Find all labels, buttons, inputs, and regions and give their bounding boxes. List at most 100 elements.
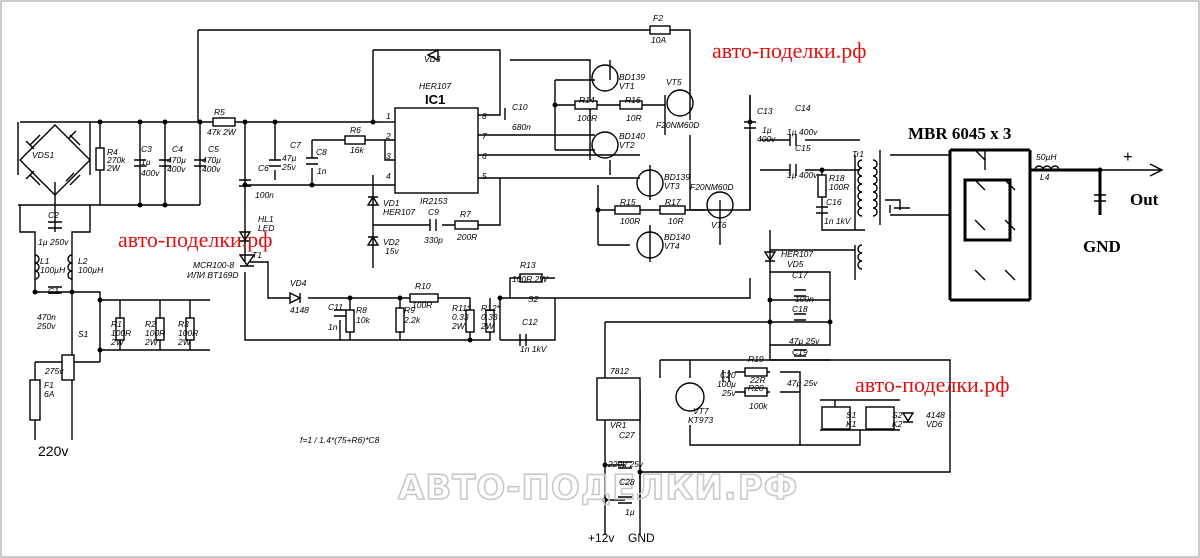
gnd-terminal: GND bbox=[1083, 237, 1121, 256]
l2-value: 100µH bbox=[78, 265, 104, 275]
r1-extra: 2W bbox=[110, 337, 125, 347]
c4-name: C4 bbox=[172, 144, 183, 154]
vt2-value: BD140 bbox=[619, 131, 645, 141]
ic1-pin3: 3 bbox=[386, 151, 391, 161]
vr1-part: 7812 bbox=[610, 366, 629, 376]
c13-extra: 400v bbox=[757, 134, 776, 144]
r9-body bbox=[395, 307, 405, 333]
r4-extra: 2W bbox=[106, 163, 121, 173]
r16-body bbox=[619, 100, 643, 110]
vt4-value: BD140 bbox=[664, 232, 690, 242]
r20-name: R20 bbox=[748, 383, 764, 393]
ic1-pin6: 6 bbox=[482, 151, 487, 161]
ic1-name: IC1 bbox=[425, 92, 445, 107]
c28-value: 1µ bbox=[625, 507, 635, 517]
vd3-name: VD3 bbox=[424, 54, 441, 64]
r3-name: R3 bbox=[178, 319, 189, 329]
c12-value: 1n 1kV bbox=[520, 344, 548, 354]
r19-body bbox=[744, 367, 768, 377]
vd5-name: VD5 bbox=[787, 259, 804, 269]
c9-value: 330p bbox=[424, 235, 443, 245]
r8-body bbox=[345, 309, 355, 333]
r10-value: 100R bbox=[412, 300, 432, 310]
r14-body bbox=[574, 100, 598, 110]
c7-extra: 25v bbox=[281, 162, 296, 172]
r15-name: R15 bbox=[620, 197, 636, 207]
watermark-right: авто-поделки.рф bbox=[855, 372, 1010, 397]
ic1-pin7: 7 bbox=[482, 131, 487, 141]
r3-extra: 2W bbox=[177, 337, 192, 347]
c4-extra: 400v bbox=[167, 164, 186, 174]
c3-value: 1µ bbox=[141, 157, 151, 167]
vt7-name: VT7 bbox=[693, 406, 709, 416]
out-terminal: Out bbox=[1130, 190, 1159, 209]
vd6-value: VD6 bbox=[926, 419, 943, 429]
s1-name: S1 bbox=[78, 329, 89, 339]
r14-name: R14 bbox=[579, 95, 595, 105]
c20-value: 100µ bbox=[717, 379, 736, 389]
f1-body bbox=[29, 379, 41, 421]
f1-value: 6A bbox=[44, 389, 55, 399]
component-labels: VD3 HER107 R4 270k 2W C3 1µ 400v C4 470µ… bbox=[36, 54, 1057, 517]
r8-value: 10k bbox=[356, 315, 370, 325]
r7-name: R7 bbox=[460, 209, 471, 219]
c5-value: 470µ bbox=[202, 155, 221, 165]
vd4-value: 4148 bbox=[290, 305, 309, 315]
c10-value: 680n bbox=[512, 122, 531, 132]
c27-name: C27 bbox=[619, 430, 635, 440]
c3-name: C3 bbox=[141, 144, 152, 154]
t1-name: T1 bbox=[252, 250, 262, 260]
f1-name: F1 bbox=[44, 380, 54, 390]
vt5-value: F20NM60D bbox=[656, 120, 699, 130]
vd1-name: VD1 bbox=[383, 198, 400, 208]
r15-value: 100R bbox=[620, 216, 640, 226]
r11-value: 0.33 bbox=[452, 312, 469, 322]
r16-value: 10R bbox=[626, 113, 642, 123]
c13-value: 1µ bbox=[762, 125, 772, 135]
resistor-symbols bbox=[29, 25, 827, 421]
r5-name: R5 bbox=[214, 107, 225, 117]
c11-name: C11 bbox=[328, 302, 343, 312]
f2-body bbox=[649, 25, 671, 35]
k1-s-label: S1 bbox=[846, 410, 857, 420]
c9-name: C9 bbox=[428, 207, 439, 217]
r20-value: 100k bbox=[749, 401, 768, 411]
r2-name: R2 bbox=[145, 319, 156, 329]
l1-value: 100µH bbox=[40, 265, 66, 275]
r12-value: 0.33 bbox=[481, 312, 498, 322]
r13-name: R13 bbox=[520, 260, 536, 270]
r17-value: 10R bbox=[668, 216, 684, 226]
c6-name: C6 bbox=[258, 163, 269, 173]
c4-value: 470µ bbox=[167, 155, 186, 165]
c1-value: 470n bbox=[37, 312, 56, 322]
c11-value: 1n bbox=[328, 322, 338, 332]
r5-body bbox=[212, 117, 236, 127]
r11-name: R11* bbox=[452, 303, 471, 313]
vd2-name: VD2 bbox=[383, 237, 400, 247]
c12-name: C12 bbox=[522, 317, 538, 327]
hl1-name: HL1 bbox=[258, 214, 274, 224]
out-arrow bbox=[1149, 163, 1164, 177]
varistor-body bbox=[61, 354, 75, 381]
k2-body bbox=[865, 406, 895, 430]
vt6-value: F20NM60D bbox=[690, 182, 733, 192]
r3-body bbox=[185, 317, 195, 341]
r15-body bbox=[614, 205, 641, 215]
ic1-pin4: 4 bbox=[386, 171, 391, 181]
vd6-name: 4148 bbox=[926, 410, 945, 420]
ic1-pin1: 1 bbox=[386, 111, 391, 121]
vd4-name: VD4 bbox=[290, 278, 307, 288]
vds1-label: VDS1 bbox=[32, 150, 54, 160]
mains-label: 220v bbox=[38, 443, 68, 459]
r8-name: R8 bbox=[356, 305, 367, 315]
c17-value: 100n bbox=[795, 294, 814, 304]
t1-extra: ИЛИ BT169D bbox=[187, 270, 239, 280]
vt3-name: VT3 bbox=[664, 181, 680, 191]
s2-name: S2 bbox=[528, 294, 539, 304]
c1-name: C1 bbox=[48, 286, 59, 296]
r1-body bbox=[115, 317, 125, 341]
r12-name: R12* bbox=[481, 303, 501, 313]
l4-value: 50µH bbox=[1036, 152, 1057, 162]
